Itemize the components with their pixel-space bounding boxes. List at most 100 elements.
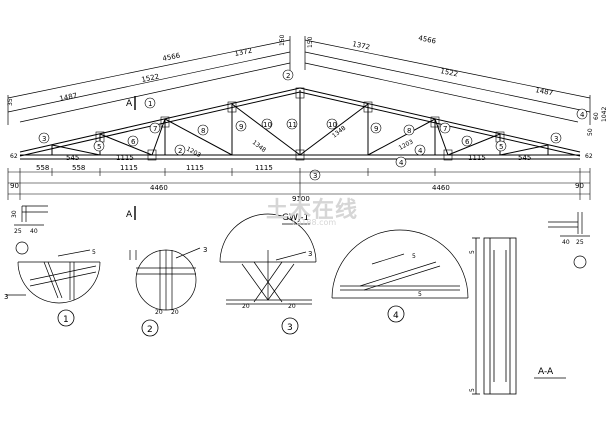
member-9-right: 9: [374, 125, 378, 133]
member-4-end: 4: [580, 111, 585, 119]
member-6-right: 6: [465, 138, 470, 146]
anchor-left: [14, 205, 48, 255]
detail-1: [6, 249, 101, 304]
detail-3-weld-3: 3: [308, 250, 312, 258]
member-1-left: 1: [148, 100, 152, 108]
plate-dim-40-left: 40: [30, 228, 38, 235]
detail-3-marker: [281, 317, 299, 335]
detail-1-marker: [57, 309, 75, 327]
plate-dim-25-right: 25: [576, 239, 584, 246]
section-cut-label-bottom: A: [126, 210, 133, 220]
dim-end-segment-left: 1487: [59, 92, 78, 103]
detail-2-number: 2: [147, 325, 153, 335]
member-2-top: 2: [286, 72, 290, 80]
dim-90-left: 90: [10, 182, 19, 190]
dim-90-right: 90: [575, 182, 584, 190]
member-markers-right: [309, 108, 588, 181]
plate-dim-25-left: 25: [14, 228, 22, 235]
member-7-left: 7: [153, 125, 157, 133]
detail-2-dim-20-a: 20: [155, 309, 163, 316]
detail-3-number: 3: [287, 323, 293, 333]
member-2-left: 2: [178, 147, 182, 155]
section-a-a: [472, 237, 517, 395]
dim-chord-total-left: 4566: [162, 51, 182, 63]
member-length-1203-left: 1203: [185, 146, 202, 159]
member-5-left: 5: [97, 143, 101, 151]
dim-62-right: 62: [585, 153, 593, 160]
dim-ridge-gap-right: 150: [307, 36, 314, 48]
dim-half-span-left: 4460: [150, 184, 168, 192]
dim-chord-total-right: 4566: [418, 34, 438, 46]
dim-eave-offset-left: 35: [7, 98, 14, 106]
plate-dim-30-left: 30: [11, 210, 18, 218]
detail-4-number: 4: [393, 311, 399, 321]
section-label: A-A: [538, 367, 554, 377]
detail-1-weld-5: 5: [92, 249, 96, 256]
detail-4-weld-5b: 5: [418, 291, 422, 298]
section-dim-5-bottom: 5: [469, 388, 476, 392]
member-10-left: 10: [263, 121, 272, 129]
dim-62-left: 62: [10, 153, 18, 160]
anchor-right: [548, 212, 590, 269]
detail-4: [331, 229, 469, 299]
member-11: 11: [288, 121, 297, 129]
dim-1115-e: 1115: [468, 154, 486, 162]
detail-2-dim-20-b: 20: [171, 309, 179, 316]
member-8-left: 8: [201, 127, 205, 135]
dim-top-segment-left: 1372: [234, 47, 253, 58]
member-4-right: 4: [418, 147, 423, 155]
member-4-bottom: 4: [399, 159, 404, 167]
dim-1115-a: 1115: [120, 164, 138, 172]
drawing-id: GWJ-1: [282, 213, 309, 223]
detail-4-weld-5: 5: [412, 253, 416, 260]
dim-558-a: 558: [36, 164, 49, 172]
dim-1115-b: 1115: [186, 164, 204, 172]
member-8-right: 8: [407, 127, 411, 135]
member-5-right: 5: [499, 143, 503, 151]
member-10-right: 10: [328, 121, 337, 129]
detail-3: [219, 213, 317, 305]
dim-545-right: 545: [518, 154, 531, 162]
detail-4-marker: [387, 305, 405, 323]
dim-end-segment-right: 1487: [535, 86, 554, 97]
dim-mid-segment-left: 1522: [141, 73, 160, 84]
member-length-1348-left: 1348: [251, 139, 267, 154]
dim-1115-d: 1115: [116, 154, 134, 162]
dim-height-1042: 1042: [601, 107, 608, 122]
plate-dim-40-right: 40: [562, 239, 570, 246]
dim-1115-c: 1115: [255, 164, 273, 172]
section-cut-label-top: A: [126, 99, 133, 109]
member-length-1203-right: 1203: [398, 138, 415, 151]
dim-ridge-gap-left: 150: [279, 34, 286, 46]
member-3-right: 3: [554, 135, 558, 143]
dim-half-span-right: 4460: [432, 184, 450, 192]
truss-frame: [19, 87, 581, 160]
upper-dimension-right: [304, 36, 591, 125]
detail-3-dim-20-b: 20: [288, 303, 296, 310]
detail-1-weld-3: 3: [4, 293, 8, 301]
dim-height-60: 60: [593, 112, 600, 120]
dim-top-segment-right: 1372: [352, 40, 371, 51]
detail-3-dim-20-a: 20: [242, 303, 250, 310]
member-7-right: 7: [443, 125, 447, 133]
detail-1-number: 1: [63, 315, 69, 325]
dim-mid-segment-right: 1522: [440, 67, 459, 78]
member-9-left: 9: [239, 123, 243, 131]
dim-height-50: 50: [587, 128, 594, 136]
member-3-bottom: 3: [313, 172, 317, 180]
dim-545-left: 545: [66, 154, 79, 162]
upper-dimension-left: [7, 36, 291, 125]
detail-2: [129, 247, 201, 311]
section-dim-5-top: 5: [469, 250, 476, 254]
member-number-labels: 3 5 6 7 2 8 9 10 11 1 2 10 9 8 4 7 6 5 3…: [42, 72, 585, 180]
member-3-left: 3: [42, 135, 46, 143]
member-markers-left: [38, 69, 298, 156]
dim-558-b: 558: [72, 164, 85, 172]
detail-2-weld-3: 3: [203, 246, 207, 254]
panel-dimension-lines: [7, 168, 591, 200]
member-6-left: 6: [131, 138, 136, 146]
dim-total-span: 9100: [292, 195, 310, 203]
detail-2-marker: [141, 319, 159, 337]
